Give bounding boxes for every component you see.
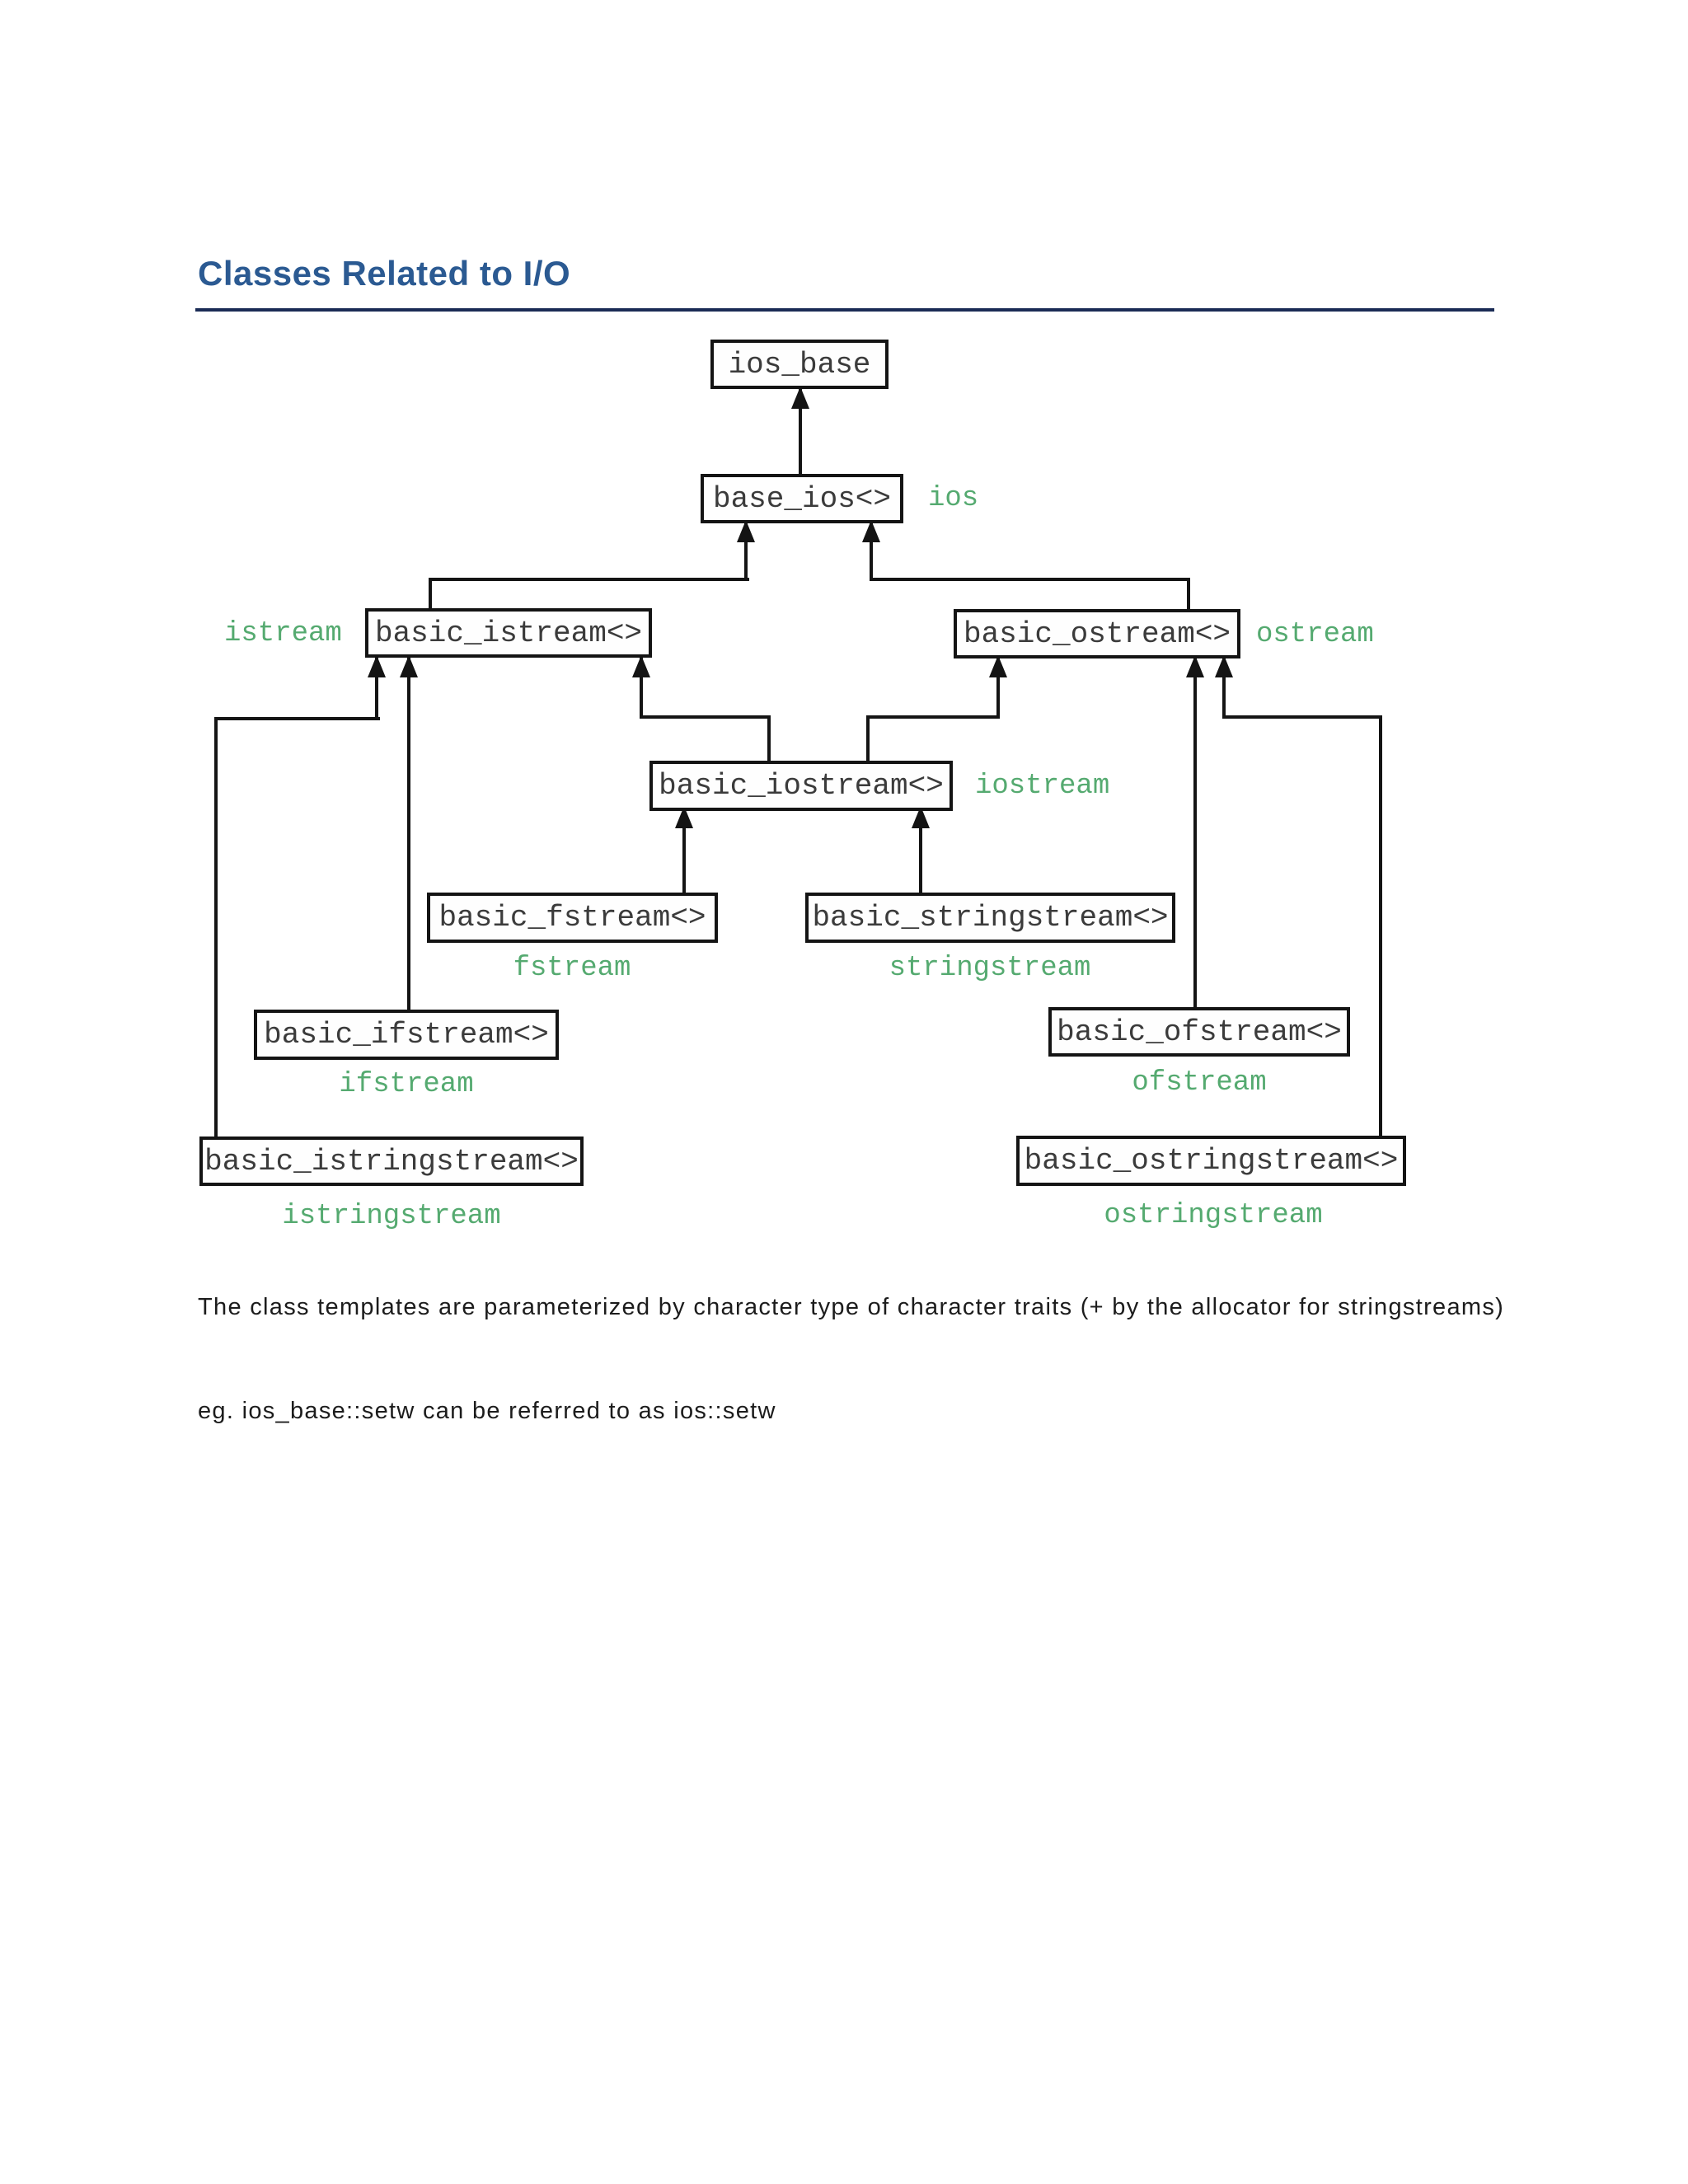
alias-label-ostringstream: ostringstream [1104, 1200, 1323, 1231]
connector-segment [682, 808, 686, 894]
page-title: Classes Related to I/O [198, 254, 571, 293]
node-basic-stringstream: basic_stringstream<> [805, 893, 1175, 943]
connector-segment [407, 655, 410, 1011]
connector-segment [919, 808, 922, 894]
node-basic-ofstream: basic_ofstream<> [1048, 1007, 1350, 1057]
alias-label-stringstream: stringstream [889, 953, 1091, 984]
node-basic-fstream: basic_fstream<> [427, 893, 718, 943]
connector-segment [1193, 655, 1197, 1009]
node-base-ios: base_ios<> [701, 474, 903, 523]
connector-segment [429, 578, 749, 581]
inheritance-arrowhead [737, 520, 755, 542]
node-basic-iostream: basic_iostream<> [649, 761, 953, 811]
title-underline-rule [195, 308, 1494, 312]
inheritance-arrowhead [1186, 655, 1204, 677]
alias-label-iostream: iostream [975, 771, 1110, 802]
connector-segment [1187, 578, 1190, 611]
alias-label-fstream: fstream [513, 953, 631, 984]
inheritance-arrowhead [912, 806, 930, 828]
connector-segment [640, 657, 643, 719]
connector-segment [214, 717, 218, 1138]
connector-segment [870, 578, 1190, 581]
inheritance-arrowhead [368, 655, 386, 677]
alias-label-ifstream: ifstream [339, 1069, 474, 1100]
inheritance-arrowhead [400, 655, 418, 677]
connector-segment [1222, 715, 1382, 719]
alias-label-istringstream: istringstream [282, 1201, 501, 1232]
inheritance-arrowhead [791, 387, 809, 409]
alias-label-istream: istream [224, 618, 342, 649]
connector-segment [744, 522, 748, 581]
node-basic-ostream: basic_ostream<> [954, 609, 1240, 658]
note-paragraph-templates: The class templates are parameterized by… [198, 1294, 1505, 1320]
connector-segment [866, 715, 870, 762]
alias-label-ostream: ostream [1256, 619, 1374, 650]
alias-label-ios: ios [928, 483, 979, 514]
connector-segment [767, 715, 771, 762]
node-basic-ifstream: basic_ifstream<> [254, 1010, 559, 1060]
inheritance-arrowhead [862, 520, 880, 542]
inheritance-arrowhead [1215, 655, 1233, 677]
alias-label-ofstream: ofstream [1132, 1067, 1267, 1099]
connector-segment [1379, 715, 1382, 1137]
node-basic-ostringstream: basic_ostringstream<> [1016, 1136, 1406, 1186]
connector-segment [870, 522, 873, 581]
node-basic-istream: basic_istream<> [365, 608, 652, 658]
connector-segment [996, 657, 1000, 719]
inheritance-arrowhead [675, 806, 693, 828]
connector-segment [375, 657, 378, 720]
node-ios-base: ios_base [710, 340, 889, 389]
inheritance-arrowhead [989, 655, 1007, 677]
inheritance-arrowhead [632, 655, 650, 677]
connector-segment [640, 715, 771, 719]
connector-segment [799, 388, 802, 476]
connector-segment [214, 717, 380, 720]
connector-segment [1222, 657, 1226, 719]
node-basic-istringstream: basic_istringstream<> [199, 1137, 584, 1186]
note-paragraph-example: eg. ios_base::setw can be referred to as… [198, 1398, 776, 1424]
connector-segment [429, 578, 432, 610]
connector-segment [866, 715, 1000, 719]
